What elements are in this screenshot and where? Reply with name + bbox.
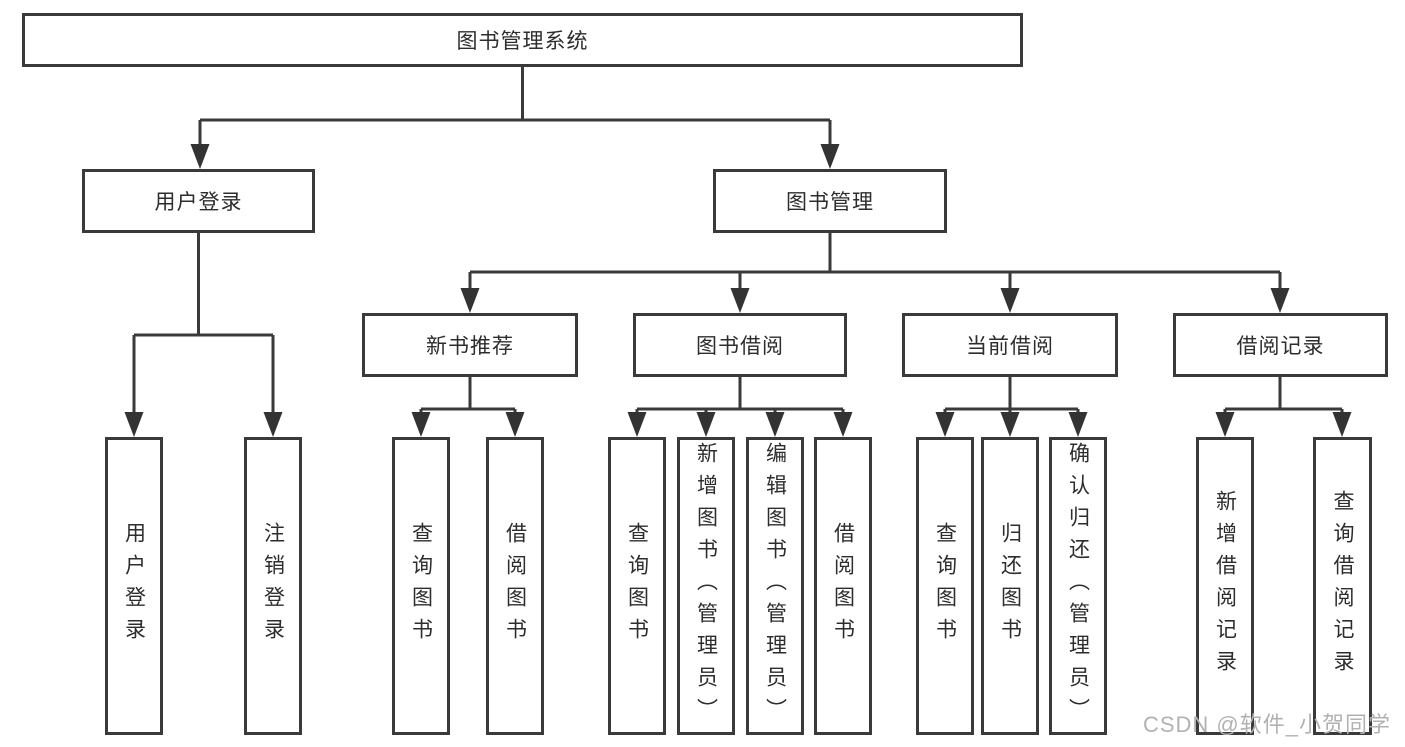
leaf-label: 归还图书 [998,522,1022,650]
leaf-query-book-current: 查询图书 [916,437,974,735]
leaf-label: 查询借阅记录 [1331,490,1354,682]
leaf-confirm-return-admin: 确认归还（管理员） [1049,437,1107,735]
node-label: 图书借阅 [696,335,784,358]
csdn-watermark: CSDN @软件_小贺同学 [1142,712,1391,737]
leaf-return-book: 归还图书 [981,437,1039,735]
node-current-borrow: 当前借阅 [902,313,1118,377]
leaf-label: 查询图书 [625,522,649,650]
node-label: 图书管理系统 [456,30,589,53]
node-library-management-system: 图书管理系统 [22,13,1023,67]
node-book-management: 图书管理 [713,169,947,233]
leaf-label: 查询图书 [933,522,957,650]
leaf-query-book-recommend: 查询图书 [392,437,450,735]
leaf-add-borrow-record: 新增借阅记录 [1196,437,1254,735]
leaf-logout: 注销登录 [244,437,302,735]
leaf-label: 新增图书（管理员） [694,442,718,730]
node-label: 图书管理 [786,191,874,214]
node-user-login: 用户登录 [82,169,315,233]
node-label: 用户登录 [154,191,243,214]
leaf-borrow-book: 借阅图书 [814,437,872,735]
leaf-label: 用户登录 [122,522,146,650]
leaf-borrow-book-recommend: 借阅图书 [486,437,544,735]
node-label: 借阅记录 [1236,335,1325,358]
leaf-edit-book-admin: 编辑图书（管理员） [746,437,804,735]
arrowheads [124,144,1352,437]
leaf-label: 新增借阅记录 [1213,490,1237,682]
node-new-book-recommend: 新书推荐 [362,313,578,377]
node-book-borrow: 图书借阅 [633,313,847,377]
leaf-user-login: 用户登录 [105,437,163,735]
leaf-query-borrow-record: 查询借阅记录 [1313,437,1372,735]
leaf-label: 借阅图书 [503,522,527,650]
leaf-label: 查询图书 [409,522,433,650]
node-label: 当前借阅 [966,335,1054,358]
node-label: 新书推荐 [426,335,514,358]
leaf-label: 编辑图书（管理员） [763,442,787,730]
leaf-label: 借阅图书 [831,522,855,650]
leaf-label: 注销登录 [261,522,285,650]
leaf-add-book-admin: 新增图书（管理员） [677,437,735,735]
node-borrow-record: 借阅记录 [1173,313,1388,377]
leaf-query-book-borrow: 查询图书 [608,437,666,735]
leaf-label: 确认归还（管理员） [1066,442,1090,730]
